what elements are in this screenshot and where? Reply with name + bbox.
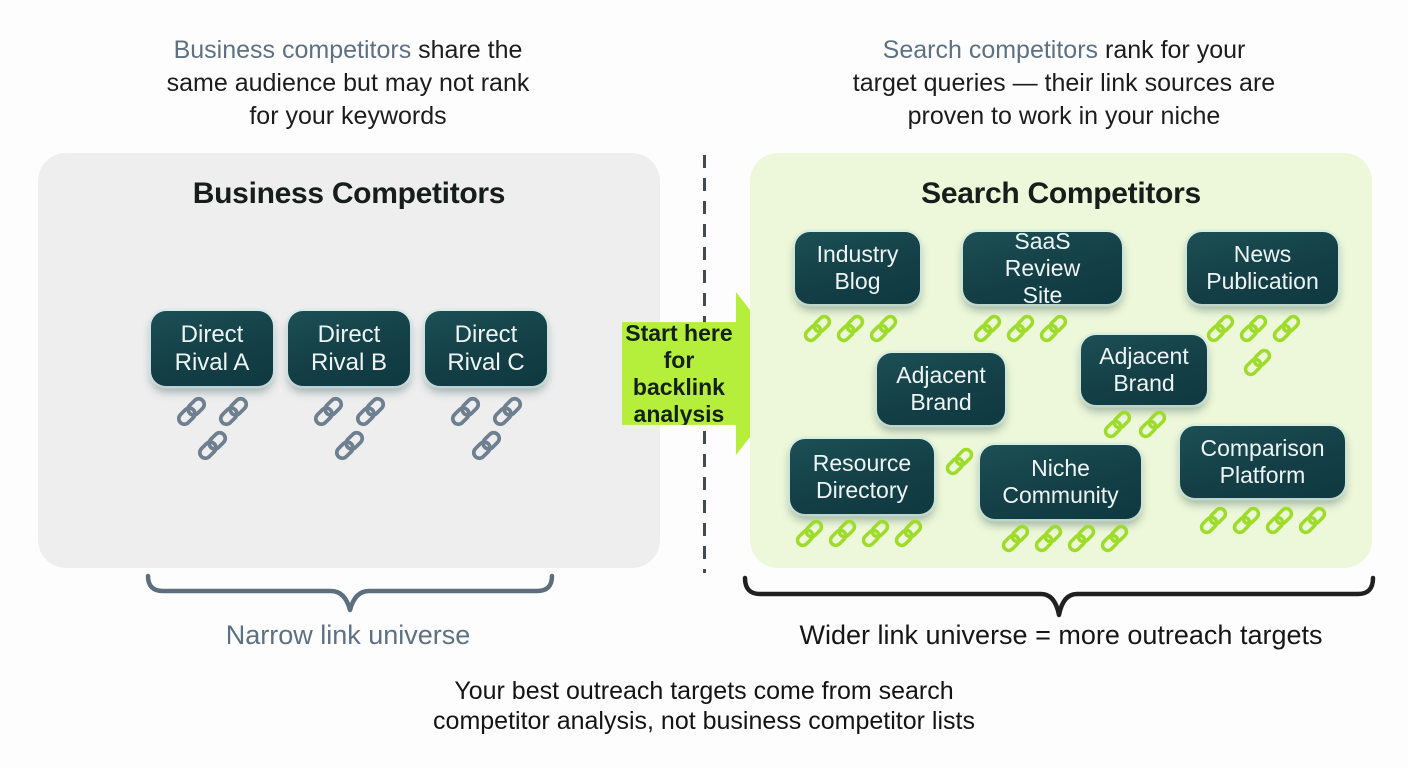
- link-icon: [491, 395, 524, 428]
- backlink-cluster: [1198, 505, 1328, 536]
- node-label: Adjacent Brand: [896, 362, 986, 415]
- backlink-cluster: [972, 313, 1069, 344]
- footer-takeaway: Your best outreach targets come from sea…: [433, 677, 975, 735]
- link-icon: [1242, 347, 1273, 378]
- node-label: Adjacent Brand: [1099, 343, 1189, 396]
- link-icon: [1231, 505, 1262, 536]
- link-icon: [1264, 505, 1295, 536]
- node-label: Niche Community: [1002, 455, 1119, 508]
- link-icon: [354, 395, 387, 428]
- backlink-cluster: [1242, 347, 1273, 378]
- caption-search-competitors: Search competitors rank for your target …: [790, 34, 1338, 133]
- link-icon: [1099, 523, 1130, 554]
- node-label: SaaS Review Site: [1004, 227, 1081, 308]
- caption-business-line2: same audience but may not rank: [166, 69, 530, 97]
- business-panel-title: Business Competitors: [192, 177, 506, 210]
- node-adjacent-brand-left: Adjacent Brand: [877, 353, 1005, 425]
- node-label: Comparison Platform: [1200, 435, 1325, 488]
- link-icon: [1205, 313, 1236, 344]
- rival-b-column: Direct Rival B: [288, 311, 410, 462]
- node-label: Direct Rival B: [310, 320, 388, 376]
- caption-business-lead: Business competitors: [173, 36, 412, 64]
- link-icon: [1137, 409, 1168, 440]
- link-icon: [1102, 409, 1133, 440]
- arrow-label: Start here for backlink analysis: [625, 319, 733, 427]
- node-industry-blog: Industry Blog: [795, 232, 920, 304]
- caption-search-line2: target queries — their link sources are: [852, 69, 1276, 97]
- node-direct-rival-a: Direct Rival A: [151, 311, 273, 386]
- wider-link-universe-label: Wider link universe = more outreach targ…: [799, 620, 1323, 650]
- link-icon: [196, 429, 229, 462]
- link-icon: [312, 395, 345, 428]
- link-icon: [972, 313, 1003, 344]
- node-label: News Publication: [1206, 241, 1319, 294]
- narrow-brace: [145, 573, 555, 613]
- link-icon: [1033, 523, 1064, 554]
- link-icon: [333, 429, 366, 462]
- node-niche-community: Niche Community: [980, 445, 1141, 519]
- rival-c-column: Direct Rival C: [425, 311, 547, 462]
- rival-a-column: Direct Rival A: [151, 311, 273, 462]
- caption-search-lead: Search competitors: [882, 36, 1099, 64]
- link-icon: [1005, 313, 1036, 344]
- node-adjacent-brand-right: Adjacent Brand: [1081, 335, 1207, 405]
- link-icon: [1271, 313, 1302, 344]
- node-label: Industry Blog: [816, 241, 899, 294]
- link-icon: [175, 395, 208, 428]
- backlink-cluster: [794, 518, 924, 549]
- backlink-cluster: [449, 395, 524, 462]
- link-icon: [1238, 313, 1269, 344]
- backlink-cluster: [802, 313, 899, 344]
- node-news-publication: News Publication: [1187, 232, 1338, 304]
- caption-search-line3: proven to work in your niche: [907, 102, 1221, 130]
- wider-brace: [742, 575, 1376, 618]
- link-icon: [802, 313, 833, 344]
- link-icon: [944, 446, 975, 477]
- link-icon: [893, 518, 924, 549]
- link-icon: [860, 518, 891, 549]
- backlink-cluster: [1102, 409, 1168, 440]
- node-label: Direct Rival C: [447, 320, 525, 376]
- link-icon: [1297, 505, 1328, 536]
- node-resource-directory: Resource Directory: [790, 439, 934, 514]
- node-label: Resource Directory: [812, 449, 912, 503]
- link-icon: [868, 313, 899, 344]
- link-icon: [1038, 313, 1069, 344]
- node-label: Direct Rival A: [174, 320, 250, 376]
- node-comparison-platform: Comparison Platform: [1180, 426, 1345, 498]
- search-competitors-panel: Search Competitors Industry Blog SaaS Re…: [750, 153, 1372, 568]
- search-panel-title: Search Competitors: [921, 177, 1201, 210]
- business-competitors-panel: Business Competitors Direct Rival A Dire…: [38, 153, 660, 568]
- caption-business-competitors: Business competitors share the same audi…: [98, 34, 598, 133]
- link-icon: [1000, 523, 1031, 554]
- rivals-row: Direct Rival A Direct Rival B Direct Riv…: [38, 311, 660, 462]
- node-saas-review-site: SaaS Review Site: [963, 228, 1122, 308]
- link-icon: [1198, 505, 1229, 536]
- link-icon: [794, 518, 825, 549]
- backlink-cluster: [1205, 313, 1302, 344]
- link-icon: [1066, 523, 1097, 554]
- caption-search-line1: rank for your: [1098, 36, 1246, 64]
- link-icon: [470, 429, 503, 462]
- backlink-cluster: [1000, 523, 1130, 554]
- link-icon: [217, 395, 250, 428]
- link-icon: [449, 395, 482, 428]
- caption-business-line1: share the: [411, 36, 523, 64]
- caption-business-line3: for your keywords: [249, 102, 447, 130]
- node-direct-rival-c: Direct Rival C: [425, 311, 547, 386]
- backlink-cluster: [312, 395, 387, 462]
- link-icon: [835, 313, 866, 344]
- narrow-link-universe-label: Narrow link universe: [225, 620, 471, 650]
- link-icon: [827, 518, 858, 549]
- backlink-cluster: [175, 395, 250, 462]
- node-direct-rival-b: Direct Rival B: [288, 311, 410, 386]
- backlink-cluster: [944, 446, 975, 477]
